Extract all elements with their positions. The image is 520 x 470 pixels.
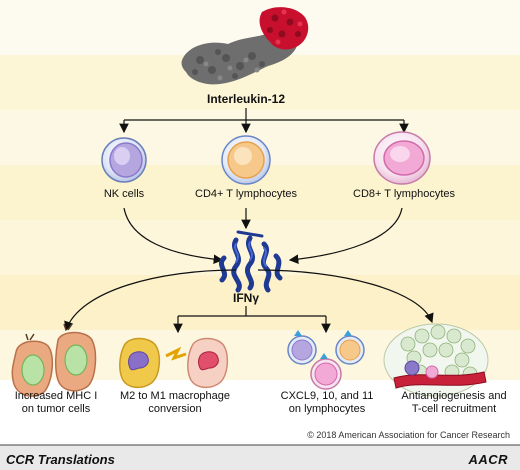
tumor-vessel [384, 324, 488, 396]
nk-cells-label: NK cells [84, 188, 164, 201]
interleukin-12-label: Interleukin-12 [186, 93, 306, 106]
nk-cell [102, 138, 146, 182]
cd8-t-lymphocytes-label: CD8+ T lymphocytes [337, 188, 471, 201]
effect-macrophage-label: M2 to M1 macrophage conversion [110, 390, 240, 416]
cd8-cell [374, 132, 430, 184]
cd4-cell [222, 136, 270, 184]
effect-chemokines-label: CXCL9, 10, and 11 on lymphocytes [268, 390, 386, 416]
effect-angiogenesis-line1: Antiangiogenesis and [392, 390, 516, 403]
copyright-notice: © 2018 American Association for Cancer R… [307, 430, 510, 440]
footer-series-title: CCR Translations [6, 452, 115, 467]
effect-macrophage-line1: M2 to M1 macrophage [110, 390, 240, 403]
effect-chemokines-line2: on lymphocytes [268, 403, 386, 416]
cd4-t-lymphocytes-label: CD4+ T lymphocytes [181, 188, 311, 201]
effect-mhc-line1: Increased MHC I [4, 390, 108, 403]
effect-mhc-label: Increased MHC I on tumor cells [4, 390, 108, 416]
effect-angiogenesis-label: Antiangiogenesis and T-cell recruitment [392, 390, 516, 416]
effect-chemokines-line1: CXCL9, 10, and 11 [268, 390, 386, 403]
effect-macrophage-line2: conversion [110, 403, 240, 416]
effect-mhc-line2: on tumor cells [4, 403, 108, 416]
footer-publisher-logo: AACR [468, 452, 508, 467]
effect-angiogenesis-line2: T-cell recruitment [392, 403, 516, 416]
ifn-gamma-label: IFNγ [220, 292, 272, 305]
